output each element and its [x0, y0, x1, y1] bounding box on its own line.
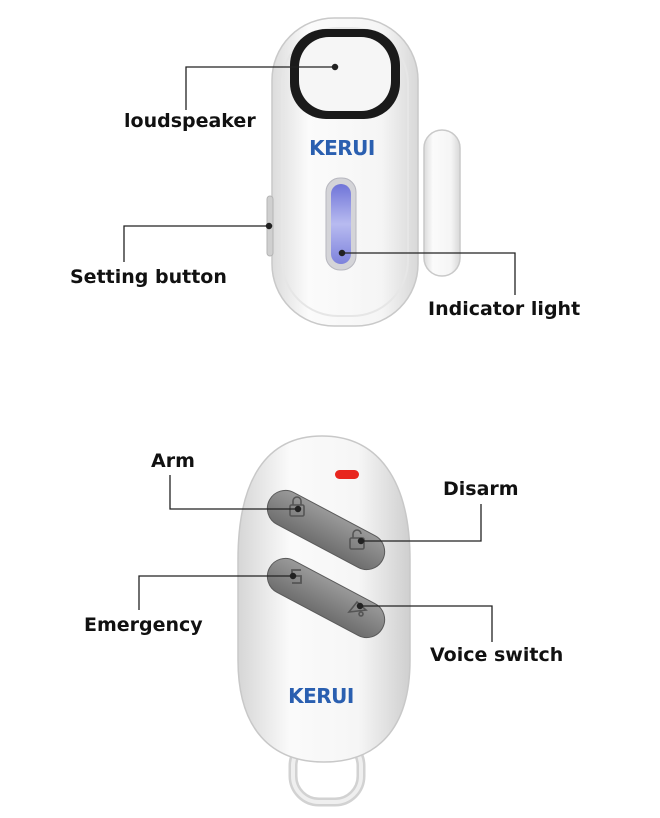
emergency-voice-button [266, 557, 386, 639]
lock-icon [289, 496, 305, 517]
indicator-leader [342, 252, 516, 295]
indicator-light [325, 177, 357, 271]
remote-control: KERUI [237, 435, 411, 807]
label-disarm: Disarm [443, 478, 519, 500]
label-setting-button: Setting button [70, 266, 227, 288]
remote-led [335, 470, 359, 479]
label-emergency: Emergency [84, 614, 203, 636]
unlock-icon [349, 529, 365, 550]
label-indicator-light: Indicator light [428, 298, 581, 320]
disarm-leader [361, 504, 482, 542]
alarm-unit-logo: KERUI [309, 136, 375, 160]
label-arm: Arm [151, 450, 195, 472]
label-loudspeaker: loudspeaker [124, 110, 256, 132]
remote-logo: KERUI [288, 684, 354, 708]
sos-icon [291, 569, 302, 584]
arm-leader [169, 475, 298, 510]
emergency-leader [138, 575, 293, 610]
leader-lines [123, 63, 516, 642]
loudspeaker-leader [185, 66, 335, 110]
setting-button-leader [123, 225, 269, 262]
magnet-unit [423, 129, 461, 277]
loudspeaker-grille [290, 29, 400, 119]
voice-switch-leader [360, 605, 493, 642]
label-voice-switch: Voice switch [430, 644, 564, 666]
alarm-unit: KERUI [266, 17, 419, 327]
